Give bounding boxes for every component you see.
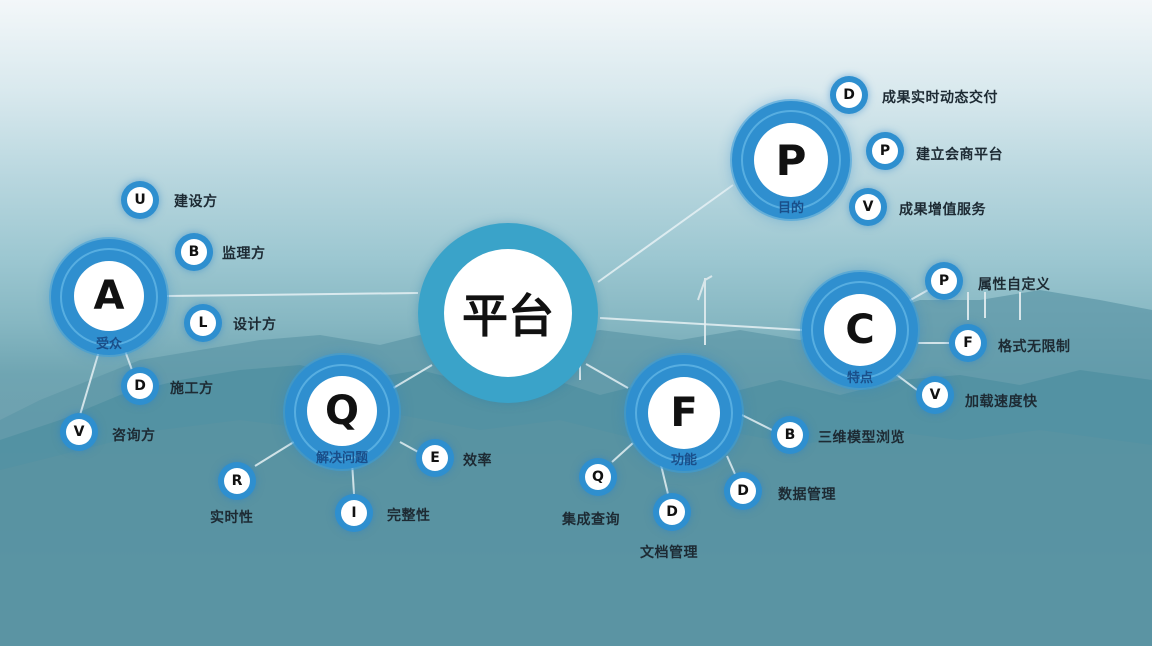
feature-caption: 特点 (846, 371, 873, 386)
function-item-b-label: 三维模型浏览 (818, 430, 905, 446)
audience-item-v-label: 咨询方 (112, 428, 156, 444)
audience-item-u-label: 建设方 (174, 194, 218, 210)
audience-letter: A (74, 261, 144, 331)
function-item-q: Q (579, 458, 617, 496)
connector-lines (79, 184, 950, 495)
function-item-d-data: D (724, 472, 762, 510)
function-caption: 功能 (670, 453, 697, 468)
problem-item-e: E (416, 439, 454, 477)
audience-node: A 受众 (51, 239, 167, 355)
purpose-item-d-label: 成果实时动态交付 (882, 90, 998, 106)
purpose-node: P 目的 (732, 101, 850, 219)
purpose-item-p: P (866, 132, 904, 170)
purpose-caption: 目的 (777, 201, 804, 216)
problem-item-e-label: 效率 (463, 453, 492, 469)
audience-caption: 受众 (95, 337, 122, 352)
purpose-letter: P (754, 123, 828, 197)
purpose-item-p-label: 建立会商平台 (916, 147, 1003, 163)
platform-hub: 平台 (418, 223, 598, 403)
audience-item-l-label: 设计方 (233, 317, 277, 333)
function-item-d-doc-label: 文档管理 (640, 545, 698, 561)
problem-item-r-label: 实时性 (210, 510, 254, 526)
function-letter: F (648, 377, 720, 449)
audience-item-d: D (121, 367, 159, 405)
problem-node: Q 解决问题 (285, 355, 399, 469)
feature-letter: C (824, 294, 896, 366)
audience-item-u: U (121, 181, 159, 219)
feature-node: C 特点 (802, 272, 918, 388)
feature-item-p: P (925, 262, 963, 300)
problem-item-r: R (218, 462, 256, 500)
audience-item-b: B (175, 233, 213, 271)
problem-item-i-label: 完整性 (387, 508, 431, 524)
problem-letter: Q (307, 376, 377, 446)
function-item-d-data-label: 数据管理 (778, 487, 836, 503)
feature-item-p-label: 属性自定义 (978, 277, 1051, 293)
function-item-b: B (771, 416, 809, 454)
feature-item-v-label: 加载速度快 (965, 394, 1038, 410)
purpose-item-v-label: 成果增值服务 (899, 202, 986, 218)
audience-item-v: V (60, 413, 98, 451)
purpose-item-d: D (830, 76, 868, 114)
feature-item-v: V (916, 376, 954, 414)
feature-item-f-label: 格式无限制 (998, 339, 1071, 355)
problem-caption: 解决问题 (315, 451, 368, 466)
audience-item-d-label: 施工方 (170, 381, 214, 397)
audience-item-b-label: 监理方 (222, 246, 266, 262)
audience-item-l: L (184, 304, 222, 342)
function-node: F 功能 (626, 355, 742, 471)
platform-hub-label: 平台 (444, 249, 572, 377)
function-item-d-doc: D (653, 493, 691, 531)
feature-item-f: F (949, 324, 987, 362)
bottom-border (0, 646, 1152, 650)
purpose-item-v: V (849, 188, 887, 226)
problem-item-i: I (335, 494, 373, 532)
function-item-q-label: 集成查询 (562, 512, 620, 528)
